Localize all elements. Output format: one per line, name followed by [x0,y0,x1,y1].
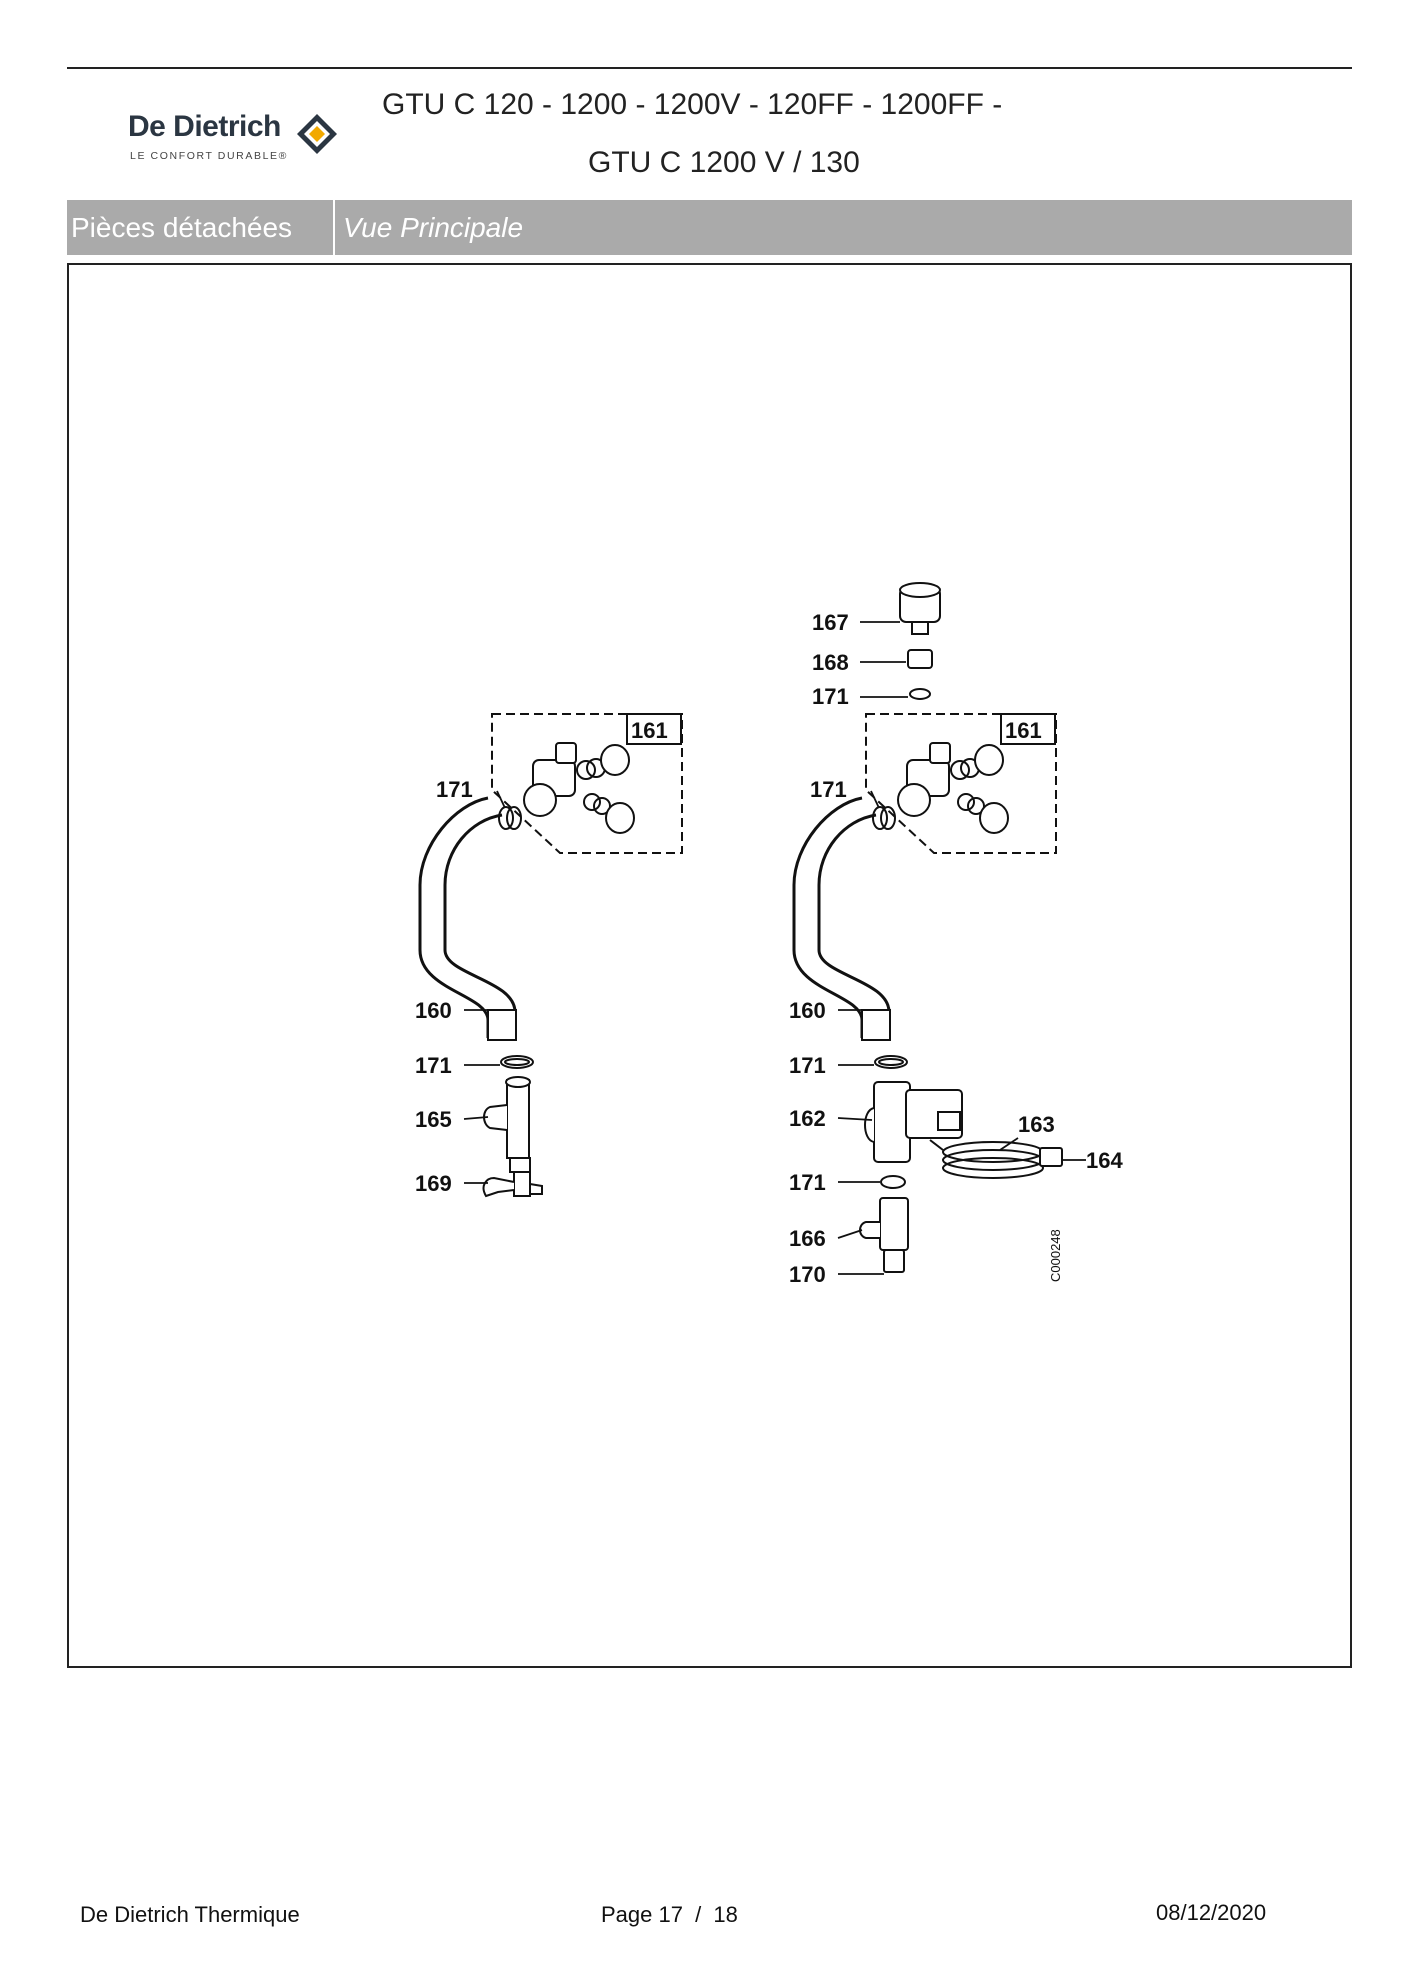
logo-wordmark: De Dietrich [128,110,281,143]
section-view: Vue Principale [343,212,524,243]
callout-171-right-hose: 171 [810,777,847,802]
footer-date: 08/12/2020 [1156,1900,1267,1925]
callout-168: 168 [812,650,849,675]
header-rule [67,67,1352,69]
callout-165-left: 165 [415,1107,452,1132]
callout-160-left: 160 [415,998,452,1023]
circulator-pump [873,1081,911,1163]
section-category: Pièces détachées [67,200,335,255]
drawing-code: C000248 [1048,1229,1063,1282]
callout-163: 163 [1018,1112,1055,1137]
left-callouts: 161 171 160 171 165 169 [415,718,668,1196]
footer-page-label: Page [601,1902,653,1927]
footer-page-current: 17 [658,1902,683,1927]
callout-164: 164 [1086,1148,1123,1173]
left-assembly [418,713,683,1198]
callout-167: 167 [812,610,849,635]
diagram-frame [67,263,1352,1668]
callout-169-left: 169 [415,1171,452,1196]
footer-page-separator: / [695,1902,702,1927]
section-bar: Pièces détachées Vue Principale [67,200,1352,255]
callout-171-left-mid: 171 [415,1053,452,1078]
callout-171-right-low: 171 [789,1170,826,1195]
document-title-line2: GTU C 1200 V / 130 [588,146,860,179]
diamond-logo-icon [297,114,337,154]
callout-171-right-mid: 171 [789,1053,826,1078]
footer-page-number: Page 17 / 18 [601,1902,738,1928]
callout-170: 170 [789,1262,826,1287]
leader-lines [463,621,1086,1275]
footer-company: De Dietrich Thermique [80,1902,300,1927]
footer-page-total: 18 [713,1902,738,1927]
callout-161-left: 161 [631,718,668,743]
callout-166: 166 [789,1226,826,1251]
right-assembly [792,582,1063,1273]
callout-171-right-top: 171 [812,684,849,709]
callout-160-right: 160 [789,998,826,1023]
right-callouts: 167 168 171 161 171 160 171 162 163 164 … [789,610,1123,1287]
document-title-line1: GTU C 120 - 1200 - 1200V - 120FF - 1200F… [382,88,1003,121]
brand-logo: De Dietrich LE CONFORT DURABLE® [128,110,343,170]
callout-162: 162 [789,1106,826,1131]
callout-161-right: 161 [1005,718,1042,743]
logo-tagline: LE CONFORT DURABLE® [130,150,288,162]
callout-171-left-top: 171 [436,777,473,802]
